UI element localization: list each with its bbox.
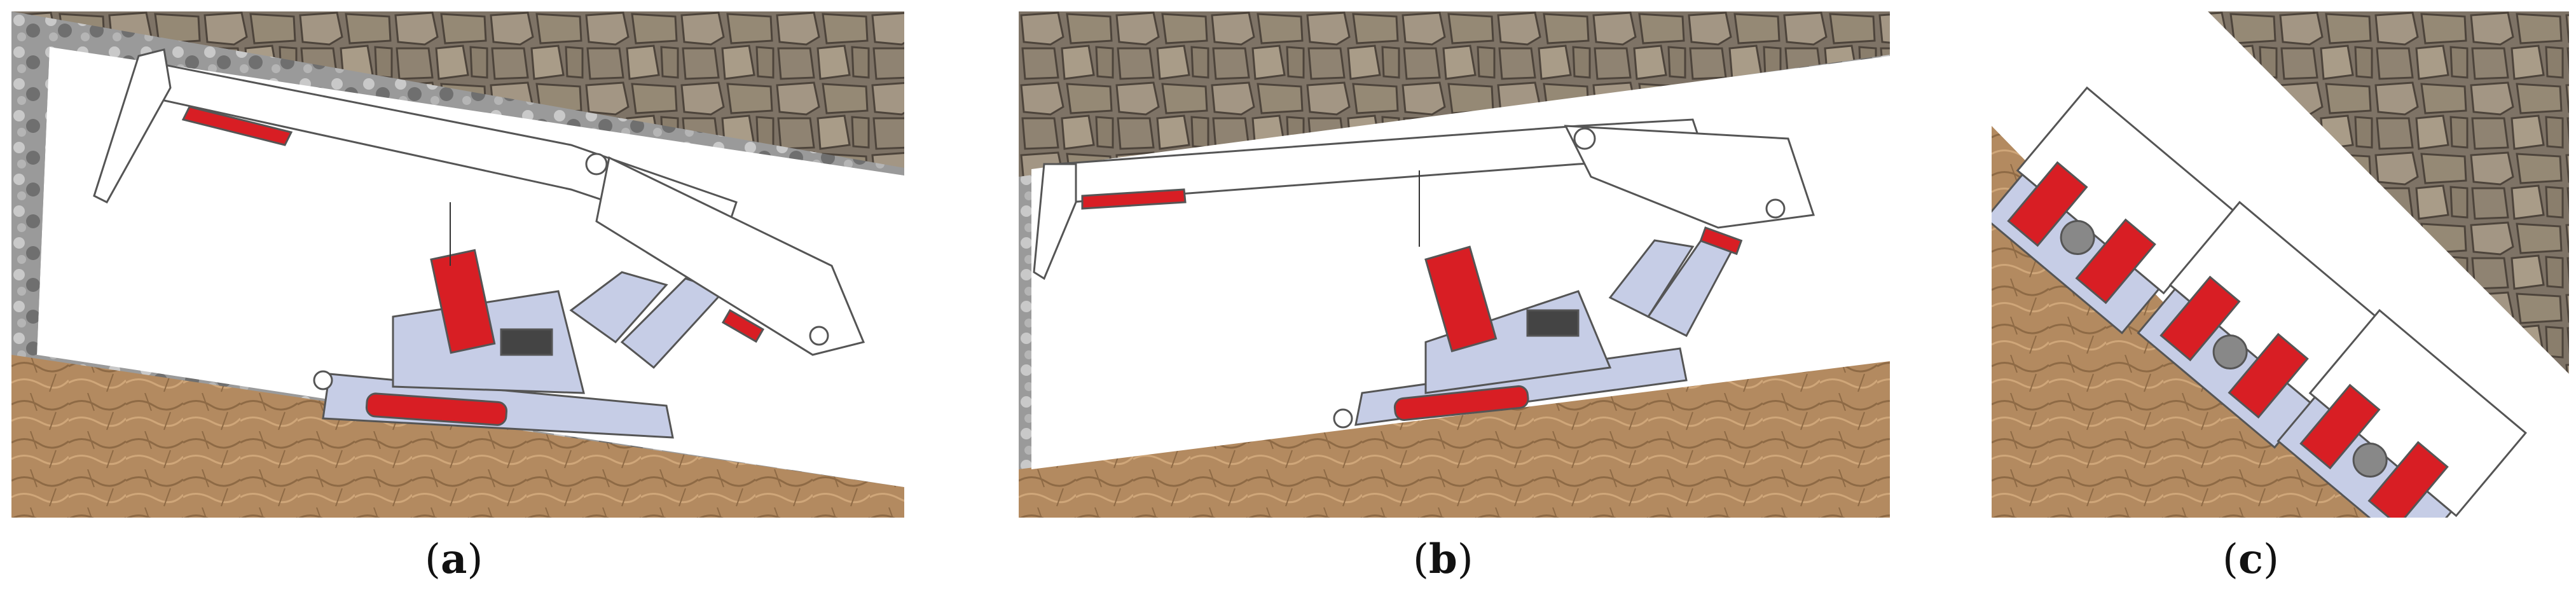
valve-block <box>2352 443 2388 478</box>
roof-rock <box>1019 11 1890 177</box>
front-canopy <box>1564 125 1815 229</box>
hydraulic-support <box>1033 118 1815 429</box>
base-cylinder <box>365 392 508 426</box>
leg-cylinder <box>2159 275 2241 362</box>
strut-left <box>1608 239 1695 318</box>
caption-letter: a <box>440 535 467 583</box>
leg-cylinder <box>2299 383 2381 470</box>
valve-block <box>2212 334 2248 370</box>
leg-cylinder <box>2228 333 2309 419</box>
panel-a-illustration <box>11 11 904 518</box>
roof-rock-stone <box>11 11 904 168</box>
coal-face <box>11 47 50 355</box>
roof-rock <box>2208 11 2569 374</box>
front-canopy <box>595 156 865 356</box>
leg-cylinder <box>2007 161 2088 247</box>
front-pin <box>1765 198 1786 219</box>
support-unit-1 <box>1992 86 2235 334</box>
tip-arm <box>1033 163 1077 280</box>
tip-arm <box>93 48 172 203</box>
canopy-hinge-pin <box>1573 127 1596 150</box>
leg-cylinder <box>2367 441 2449 518</box>
hydraulic-support <box>93 48 865 439</box>
front-wheel <box>1333 408 1353 429</box>
canopy-cylinder <box>1081 188 1187 210</box>
panel-b <box>1019 11 1890 518</box>
floor-soil <box>1019 360 1890 518</box>
front-pin <box>809 326 829 346</box>
support-unit-3 <box>2276 308 2527 518</box>
support-unit-2 <box>2137 200 2387 449</box>
front-wheel <box>313 370 333 390</box>
panel-c-illustration <box>1992 11 2569 518</box>
front-jack <box>1699 226 1743 256</box>
control-valve <box>500 328 553 356</box>
caption-b: (b) <box>1413 535 1473 583</box>
caption-a: (a) <box>425 535 483 583</box>
floor-soil <box>11 355 904 518</box>
support-row <box>1992 86 2527 518</box>
caption-c: (c) <box>2222 535 2279 583</box>
caption-letter: c <box>2238 535 2263 583</box>
base-cylinder <box>1393 385 1529 421</box>
canopy-cylinder <box>181 106 293 146</box>
panel-a <box>11 11 904 518</box>
panel-b-illustration <box>1019 11 1890 518</box>
panel-c <box>1992 11 2569 518</box>
control-valve <box>1526 309 1580 337</box>
vertical-cylinder <box>1424 245 1498 353</box>
strut-left <box>569 271 668 344</box>
valve-block <box>2060 220 2095 256</box>
canopy-hinge-pin <box>585 153 608 176</box>
caption-letter: b <box>1428 535 1457 583</box>
leg-cylinder <box>2075 218 2156 305</box>
front-jack <box>721 308 765 343</box>
vertical-cylinder <box>430 249 496 354</box>
